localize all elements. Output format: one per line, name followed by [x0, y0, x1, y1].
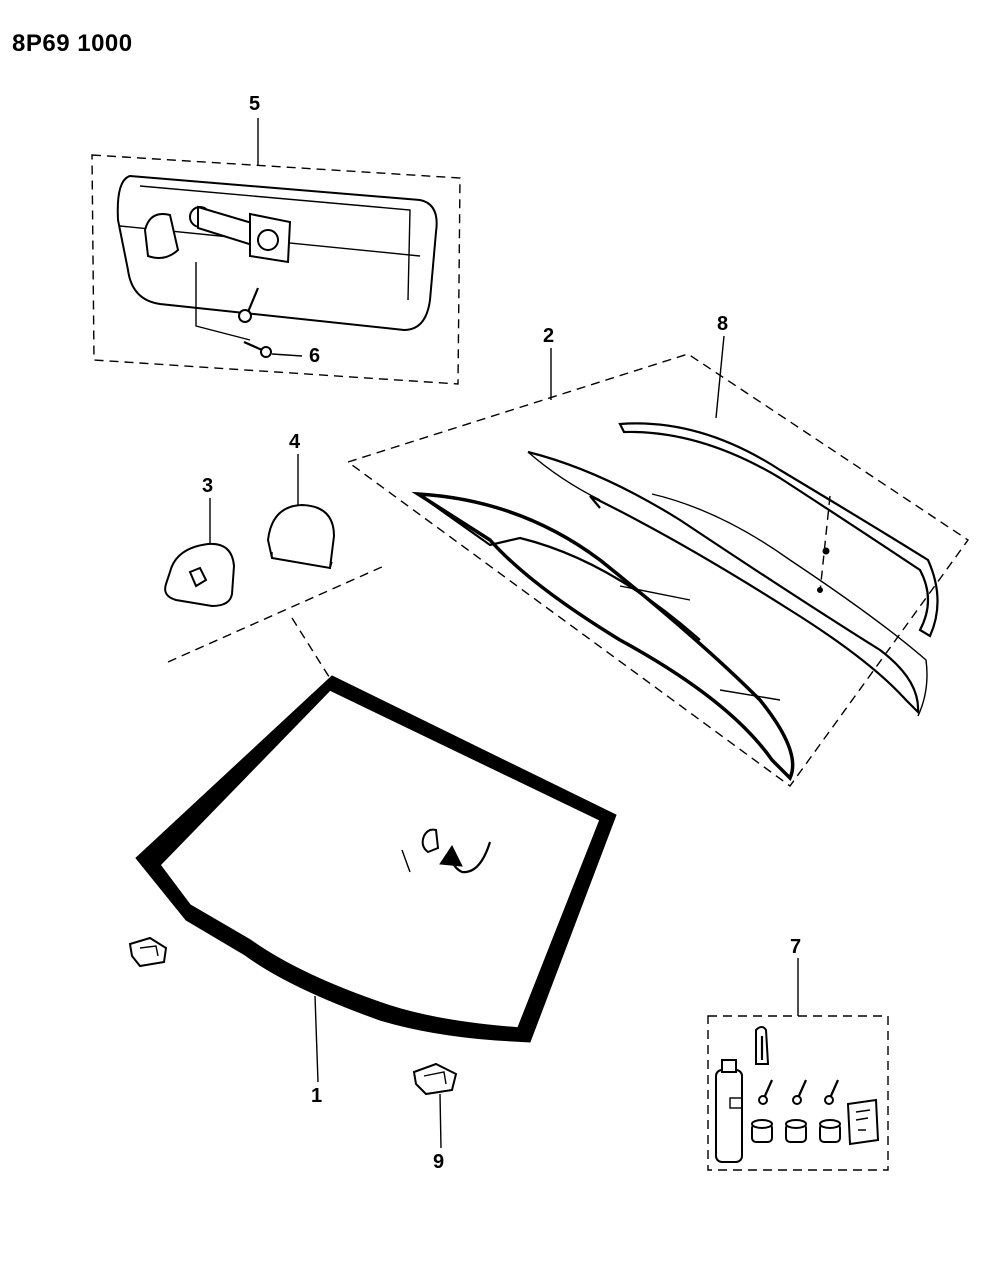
diagram-code: 8P69 1000 [12, 30, 133, 57]
spacer-block-left-detail [139, 945, 159, 957]
weatherstrip-inner [527, 451, 928, 717]
kit-cups [751, 1119, 841, 1143]
molding-8 [618, 422, 939, 638]
callout-7: 7 [790, 936, 801, 958]
mirror-pin [246, 287, 260, 313]
leader-mirror-screw [195, 262, 251, 341]
leader-6 [271, 353, 303, 357]
callout-1: 1 [311, 1085, 322, 1107]
mirror-group-box [91, 154, 461, 385]
rear-glass-group-box [346, 353, 969, 787]
callout-3: 3 [202, 475, 213, 497]
clip-leader [819, 495, 831, 593]
install-kit-box [707, 1015, 889, 1171]
install-kit-group: 7 [707, 936, 889, 1171]
windshield-button-mount [421, 828, 440, 854]
mirror-bracket [143, 213, 180, 259]
spacer-block-9-detail [423, 1071, 447, 1085]
mirror-button-3: 3 [164, 475, 236, 608]
callout-8: 8 [717, 313, 728, 335]
rear-glass-inner-edge [417, 493, 701, 641]
button-4-edge [271, 552, 333, 569]
windshield-glass-inner [170, 694, 596, 1020]
mirror-button-4: 4 [266, 431, 336, 570]
rear-glass-panel [411, 491, 795, 782]
rear-glass-reflection [619, 585, 781, 701]
kit-canister-cap [721, 1059, 737, 1073]
glass-mark [401, 849, 411, 873]
button-4-body [266, 503, 336, 570]
screw-6-head [260, 346, 272, 358]
leader-9 [439, 1093, 442, 1149]
callout-6: 6 [309, 345, 320, 367]
callout-2: 2 [543, 325, 554, 347]
callout-9: 9 [433, 1151, 444, 1173]
kit-canister [715, 1069, 743, 1163]
mirror-group: 5 6 [91, 93, 461, 385]
mirror-face-edge [139, 185, 411, 301]
windshield: 1 [135, 675, 617, 1107]
screw-6-shank [243, 340, 263, 352]
plane-separator [167, 565, 385, 663]
kit-instruction-card [846, 1098, 880, 1146]
spacer-blocks: 9 [128, 936, 458, 1173]
button-3-slot [188, 566, 208, 588]
mirror-ball [257, 229, 279, 251]
kit-swabs [758, 1079, 840, 1105]
spacer-block-left [128, 936, 168, 968]
callout-4: 4 [289, 431, 301, 453]
mirror-pin-head [238, 309, 252, 323]
install-arrow-head [439, 845, 463, 867]
leader-8 [715, 335, 725, 419]
kit-card-text-lines [855, 1109, 871, 1131]
leader-1 [314, 995, 319, 1083]
kit-canister-label [729, 1097, 743, 1109]
callout-5: 5 [249, 93, 260, 115]
weatherstrip [527, 450, 920, 715]
spacer-block-9 [412, 1062, 458, 1096]
rear-glass-group: 2 8 [346, 313, 969, 787]
